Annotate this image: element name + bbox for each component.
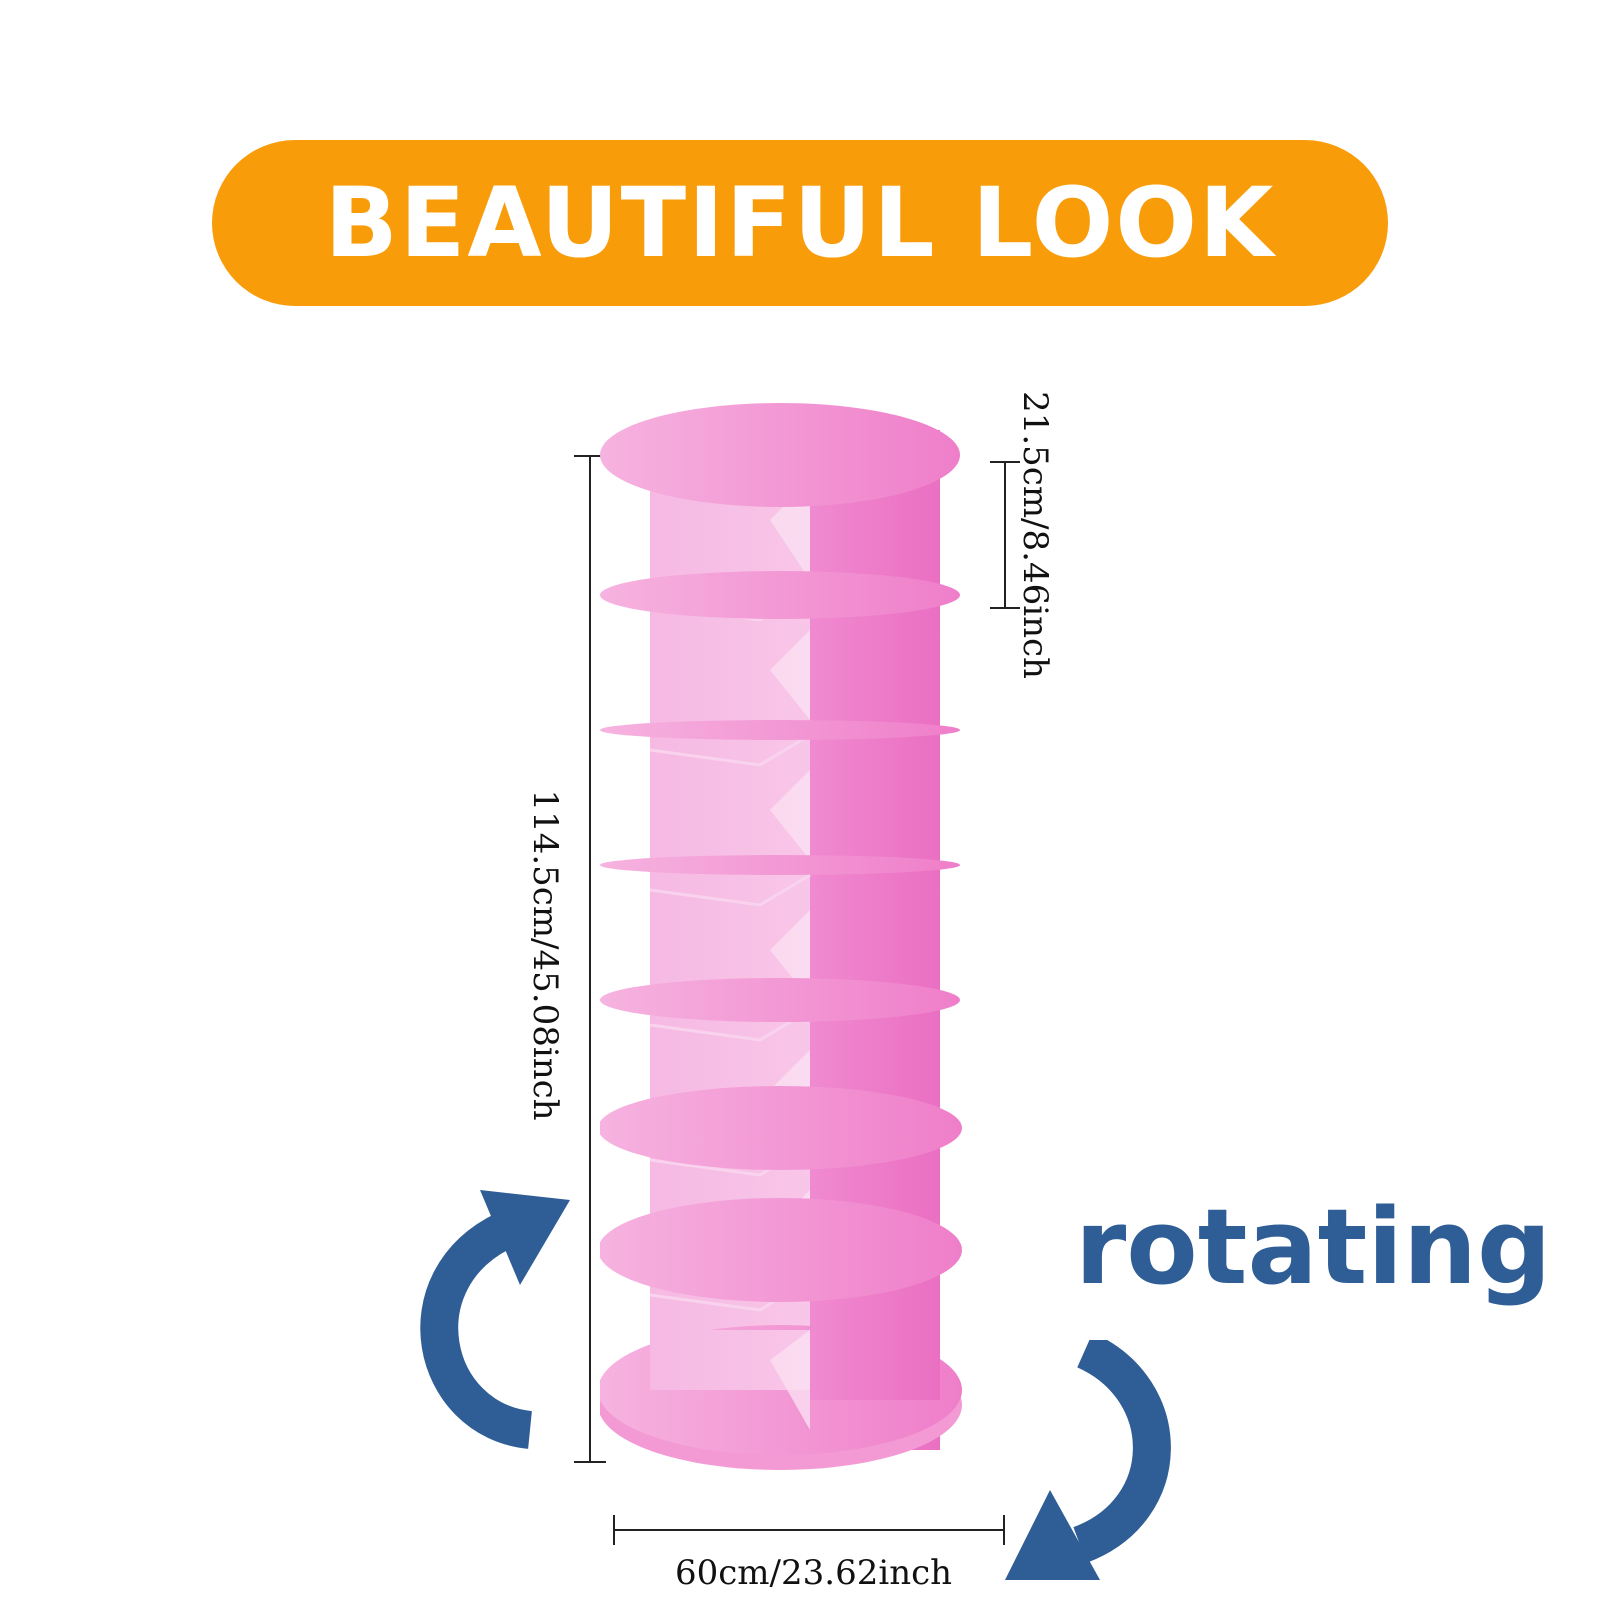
- shelf-disc: [600, 978, 960, 1022]
- shelf-disc: [600, 1198, 962, 1302]
- rotate-down-arrow-icon: [1005, 1340, 1171, 1580]
- width-dimension-label: 60cm/23.62inch: [675, 1553, 953, 1593]
- rotate-clockwise-arrow-icon: [420, 1190, 570, 1449]
- shelf-disc: [600, 720, 960, 740]
- shelf-disc: [600, 571, 960, 619]
- width-dimension-line: [613, 1515, 1005, 1545]
- title-banner: BEAUTIFUL LOOK: [212, 140, 1388, 306]
- rotating-label: rotating: [1075, 1186, 1552, 1308]
- shelf-disc: [600, 855, 960, 875]
- height-dimension-label: 114.5cm/45.08inch: [525, 789, 565, 1121]
- top-disc: [600, 403, 960, 507]
- shelf-disc: [600, 1086, 962, 1170]
- banner-title: BEAUTIFUL LOOK: [324, 167, 1276, 279]
- rotating-shelf-product: [600, 403, 962, 1470]
- shelf-spacing-label: 21.5cm/8.46inch: [1015, 391, 1055, 679]
- shelf-dimension-line: [990, 461, 1020, 609]
